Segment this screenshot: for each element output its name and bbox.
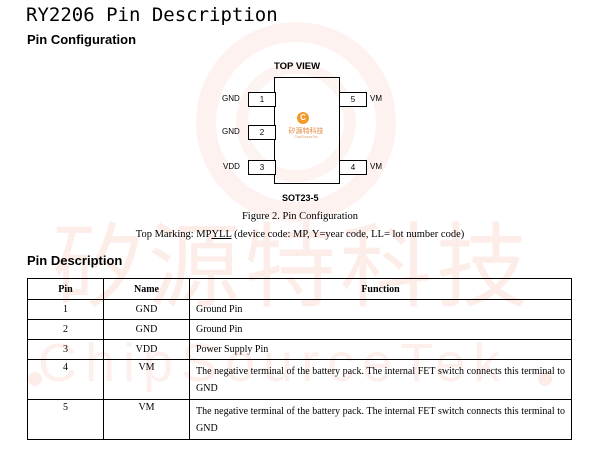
table-row: 3 VDD Power Supply Pin xyxy=(27,339,572,360)
chip-logo-text: 矽源特科技 xyxy=(288,127,324,135)
pin-5-box: 5 xyxy=(339,92,367,107)
cell-name: VDD xyxy=(103,339,190,360)
pin-4-label: VM xyxy=(370,162,382,171)
table-row: 5 VM The negative terminal of the batter… xyxy=(27,399,572,440)
package-name: SOT23-5 xyxy=(282,193,319,203)
pin-configuration-heading: Pin Configuration xyxy=(27,32,137,47)
top-marking-suffix: (device code: MP, Y=year code, LL= lot n… xyxy=(231,229,465,240)
cell-function: Power Supply Pin xyxy=(189,339,572,360)
chip-logo-subtext: ChipSourceTek xyxy=(294,135,318,139)
top-marking-code: YLL xyxy=(211,229,232,240)
header-pin: Pin xyxy=(27,278,104,300)
header-function: Function xyxy=(189,278,572,300)
table-row: 4 VM The negative terminal of the batter… xyxy=(27,359,572,400)
pin-4-box: 4 xyxy=(339,160,367,175)
cell-pin: 2 xyxy=(27,319,104,340)
figure-caption: Figure 2. Pin Configuration xyxy=(241,211,359,222)
pin-2-box: 2 xyxy=(248,125,276,140)
top-marking-prefix: Top Marking: MP xyxy=(135,229,212,240)
pin-description-table: Pin Name Function 1 GND Ground Pin 2 GND… xyxy=(27,278,572,440)
pin-5-label: VM xyxy=(370,94,382,103)
cell-name: VM xyxy=(103,399,190,440)
cell-pin: 5 xyxy=(27,399,104,440)
cell-pin: 4 xyxy=(27,359,104,400)
pin-3-label: VDD xyxy=(223,162,240,171)
pin-description-heading: Pin Description xyxy=(27,253,123,268)
cell-pin: 1 xyxy=(27,299,104,320)
cell-name: GND xyxy=(103,299,190,320)
pin-1-box: 1 xyxy=(248,92,276,107)
cell-function: The negative terminal of the battery pac… xyxy=(189,359,572,400)
table-header-row: Pin Name Function xyxy=(27,278,572,300)
chipsourcetek-logo-icon: C xyxy=(297,112,309,124)
cell-function: Ground Pin xyxy=(189,319,572,340)
cell-function: Ground Pin xyxy=(189,299,572,320)
table-row: 2 GND Ground Pin xyxy=(27,319,572,340)
cell-name: GND xyxy=(103,319,190,340)
top-view-label: TOP VIEW xyxy=(274,61,321,72)
pin-3-box: 3 xyxy=(248,160,276,175)
page-title: RY2206 Pin Description xyxy=(26,4,278,26)
cell-name: VM xyxy=(103,359,190,400)
cell-pin: 3 xyxy=(27,339,104,360)
pin-2-label: GND xyxy=(222,127,240,136)
top-marking-text: Top Marking: MPYLL (device code: MP, Y=y… xyxy=(0,229,600,240)
table-row: 1 GND Ground Pin xyxy=(27,299,572,320)
header-name: Name xyxy=(103,278,190,300)
pin-1-label: GND xyxy=(222,94,240,103)
cell-function: The negative terminal of the battery pac… xyxy=(189,399,572,440)
